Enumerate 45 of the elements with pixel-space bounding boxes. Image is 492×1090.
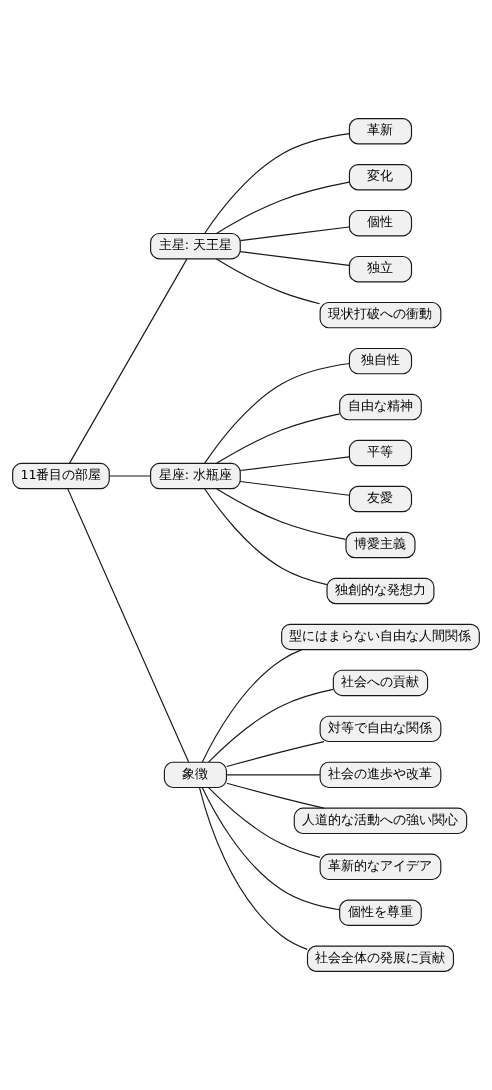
node-box: 独立 bbox=[348, 255, 413, 283]
node-box: 変化 bbox=[348, 164, 413, 191]
node-box: 型にはまらない自由な人間関係 bbox=[281, 623, 480, 651]
connector bbox=[226, 774, 321, 776]
node-box: 現状打破への衝動 bbox=[319, 301, 442, 329]
connector bbox=[108, 475, 151, 477]
connector bbox=[204, 362, 350, 464]
node-box: 友愛 bbox=[348, 485, 413, 513]
node-box: 革新的なアイデア bbox=[319, 853, 442, 881]
connector bbox=[215, 488, 347, 540]
node-box: 個性 bbox=[348, 209, 413, 237]
connector bbox=[215, 413, 341, 464]
node-box: 独自性 bbox=[348, 347, 413, 375]
connector bbox=[239, 226, 350, 242]
node-box: 社会への貢献 bbox=[332, 669, 429, 697]
node-box: 星座: 水瓶座 bbox=[150, 462, 241, 490]
connector bbox=[198, 787, 308, 950]
connector bbox=[215, 181, 350, 235]
node-box: 対等で自由な関係 bbox=[319, 715, 442, 743]
connector bbox=[67, 488, 190, 763]
connector bbox=[207, 787, 321, 858]
node-box: 象徴 bbox=[163, 761, 228, 789]
connector bbox=[226, 741, 325, 767]
connector bbox=[207, 688, 334, 763]
connector bbox=[204, 133, 350, 234]
connector bbox=[239, 456, 350, 472]
node-box: 人道的な活動への強い関心 bbox=[293, 807, 468, 835]
node-box: 革新 bbox=[348, 118, 413, 145]
node-box: 主星: 天王星 bbox=[150, 232, 241, 260]
node-box: 博愛主義 bbox=[345, 531, 416, 559]
connector bbox=[201, 786, 340, 911]
connector bbox=[201, 649, 303, 763]
node-box: 社会全体の発展に貢献 bbox=[306, 945, 455, 972]
node-box: 平等 bbox=[348, 439, 413, 467]
connector bbox=[226, 782, 325, 809]
connector bbox=[215, 258, 321, 305]
node-box: 個性を尊重 bbox=[339, 899, 422, 926]
node-box: 独創的な発想力 bbox=[326, 577, 435, 605]
connector bbox=[239, 251, 350, 266]
node-box: 社会の進歩や改革 bbox=[319, 761, 442, 789]
node-box: 自由な精神 bbox=[339, 393, 422, 421]
node-box: 11番目の部屋 bbox=[12, 462, 110, 490]
connector bbox=[68, 258, 188, 464]
connector bbox=[204, 488, 328, 586]
connector bbox=[239, 480, 350, 496]
